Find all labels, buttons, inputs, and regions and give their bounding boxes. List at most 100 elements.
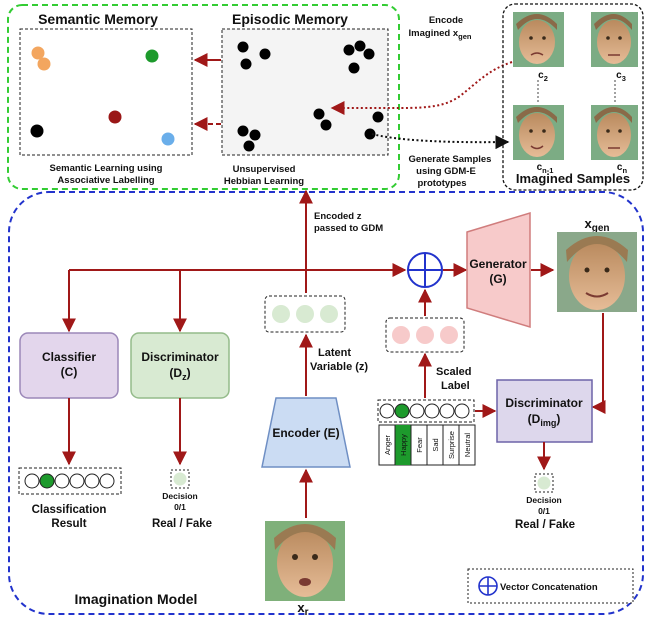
generate-samples-arrow <box>371 133 510 150</box>
xr-label: xr <box>297 600 308 618</box>
emotion-fear: Fear <box>415 437 424 453</box>
semantic-caption-line2: Associative Labelling <box>57 175 154 186</box>
disc-img-label-line2: (Dimg) <box>528 412 561 428</box>
episodic-node <box>372 111 384 123</box>
legend-box <box>467 568 634 604</box>
disc-z-decision-line1: Decision <box>162 491 197 501</box>
classification-nodes <box>24 473 115 489</box>
classification-label-line1: Classification <box>32 504 107 516</box>
semantic-node-red <box>108 110 122 124</box>
latent-node <box>272 305 290 323</box>
legend-label: Vector Concatenation <box>500 582 598 593</box>
episodic-node <box>237 125 249 137</box>
encoded-z-line2: passed to GDM <box>314 223 383 234</box>
scaled-label-line1: Scaled <box>436 366 471 378</box>
episodic-memory-title: Episodic Memory <box>232 11 348 27</box>
encode-label-line1: Encode <box>429 15 463 26</box>
scaled-label-line2: Label <box>441 380 470 392</box>
generator-label-line1: Generator <box>469 257 527 271</box>
vector-concat-icon <box>478 576 498 596</box>
episodic-node <box>240 58 252 70</box>
semantic-node-green <box>145 49 159 63</box>
latent-node <box>320 305 338 323</box>
onehot-node <box>454 403 470 419</box>
concat-circle <box>407 252 443 288</box>
class-node <box>24 473 40 489</box>
encoded-z-line1: Encoded z <box>314 211 362 222</box>
episodic-caption-line1: Unsupervised <box>233 164 296 175</box>
semantic-memory-title: Semantic Memory <box>38 11 158 27</box>
disc-z-decision-node <box>173 472 187 486</box>
semantic-memory-panel <box>19 28 193 156</box>
imagined-face-c2 <box>513 12 564 67</box>
emotion-anger: Anger <box>383 434 392 455</box>
xgen-label: xgen <box>584 216 609 234</box>
episodic-node <box>348 62 360 74</box>
onehot-node <box>409 403 425 419</box>
episodic-nodes <box>237 40 384 152</box>
discriminator-img-block <box>496 379 593 443</box>
encoder-label: Encoder (E) <box>272 426 339 440</box>
episodic-node <box>343 44 355 56</box>
disc-z-real-fake: Real / Fake <box>152 518 212 530</box>
class-node <box>54 473 70 489</box>
scaled-node <box>416 326 434 344</box>
emotion-cell-selected <box>395 425 411 465</box>
episodic-node <box>313 108 325 120</box>
emotion-happy: Happy <box>399 434 408 456</box>
semantic-node-blue <box>161 132 175 146</box>
scaled-node <box>440 326 458 344</box>
encode-imagined-arrow <box>330 61 513 115</box>
disc-img-decision-line2: 0/1 <box>538 506 550 516</box>
onehot-node <box>439 403 455 419</box>
emotion-table: Anger Happy Fear Sad Surprise Neutral <box>378 424 476 466</box>
imagined-samples-panel <box>502 3 644 191</box>
episodic-node <box>364 128 376 140</box>
class-node-selected <box>39 473 55 489</box>
episodic-node <box>243 140 255 152</box>
onehot-node <box>424 403 440 419</box>
emotion-onehot-nodes <box>379 403 470 419</box>
generator-label-line2: (G) <box>489 272 506 286</box>
disc-z-label-line2: (Dz) <box>169 366 190 382</box>
memory-region <box>7 4 400 190</box>
episodic-node <box>237 41 249 53</box>
xgen-to-disc-img-arrow <box>591 313 606 414</box>
label-c2: c2 <box>538 70 548 83</box>
disc-z-label-line1: Discriminator <box>141 350 219 364</box>
disc-img-decision-line1: Decision <box>526 495 561 505</box>
class-node <box>69 473 85 489</box>
imagined-face-cn-1 <box>513 105 564 160</box>
imagined-face-c3 <box>591 12 638 67</box>
disc-img-real-fake: Real / Fake <box>515 519 575 531</box>
xr-face-image <box>265 521 345 601</box>
disc-img-label-line1: Discriminator <box>505 396 583 410</box>
semantic-node-orange <box>37 57 51 71</box>
label-cn-1: cn-1 <box>537 162 554 175</box>
episodic-node <box>249 129 261 141</box>
imagined-face-cn <box>591 105 638 160</box>
latent-label-line1: Latent <box>318 347 351 359</box>
generator-block <box>466 211 531 329</box>
episodic-node <box>259 48 271 60</box>
generate-label-line2: using GDM-E <box>416 166 476 177</box>
semantic-nodes <box>30 46 175 146</box>
classification-label-line2: Result <box>51 518 86 530</box>
generate-label-line3: prototypes <box>417 178 466 189</box>
imagination-model-title: Imagination Model <box>75 591 198 607</box>
disc-img-decision-node <box>537 476 551 490</box>
semantic-node-black <box>30 124 44 138</box>
class-node <box>99 473 115 489</box>
classifier-label-line1: Classifier <box>42 350 96 364</box>
label-c3: c3 <box>616 70 626 83</box>
episodic-node <box>320 119 332 131</box>
encoder-block <box>261 397 351 468</box>
imagined-samples-title: Imagined Samples <box>516 171 630 186</box>
encode-label-line2: Imagined xgen <box>409 28 472 41</box>
class-node <box>84 473 100 489</box>
latent-node <box>296 305 314 323</box>
xgen-face-image <box>557 232 637 312</box>
scaled-node <box>392 326 410 344</box>
classifier-label-line2: (C) <box>61 365 78 379</box>
disc-z-decision-line2: 0/1 <box>174 502 186 512</box>
